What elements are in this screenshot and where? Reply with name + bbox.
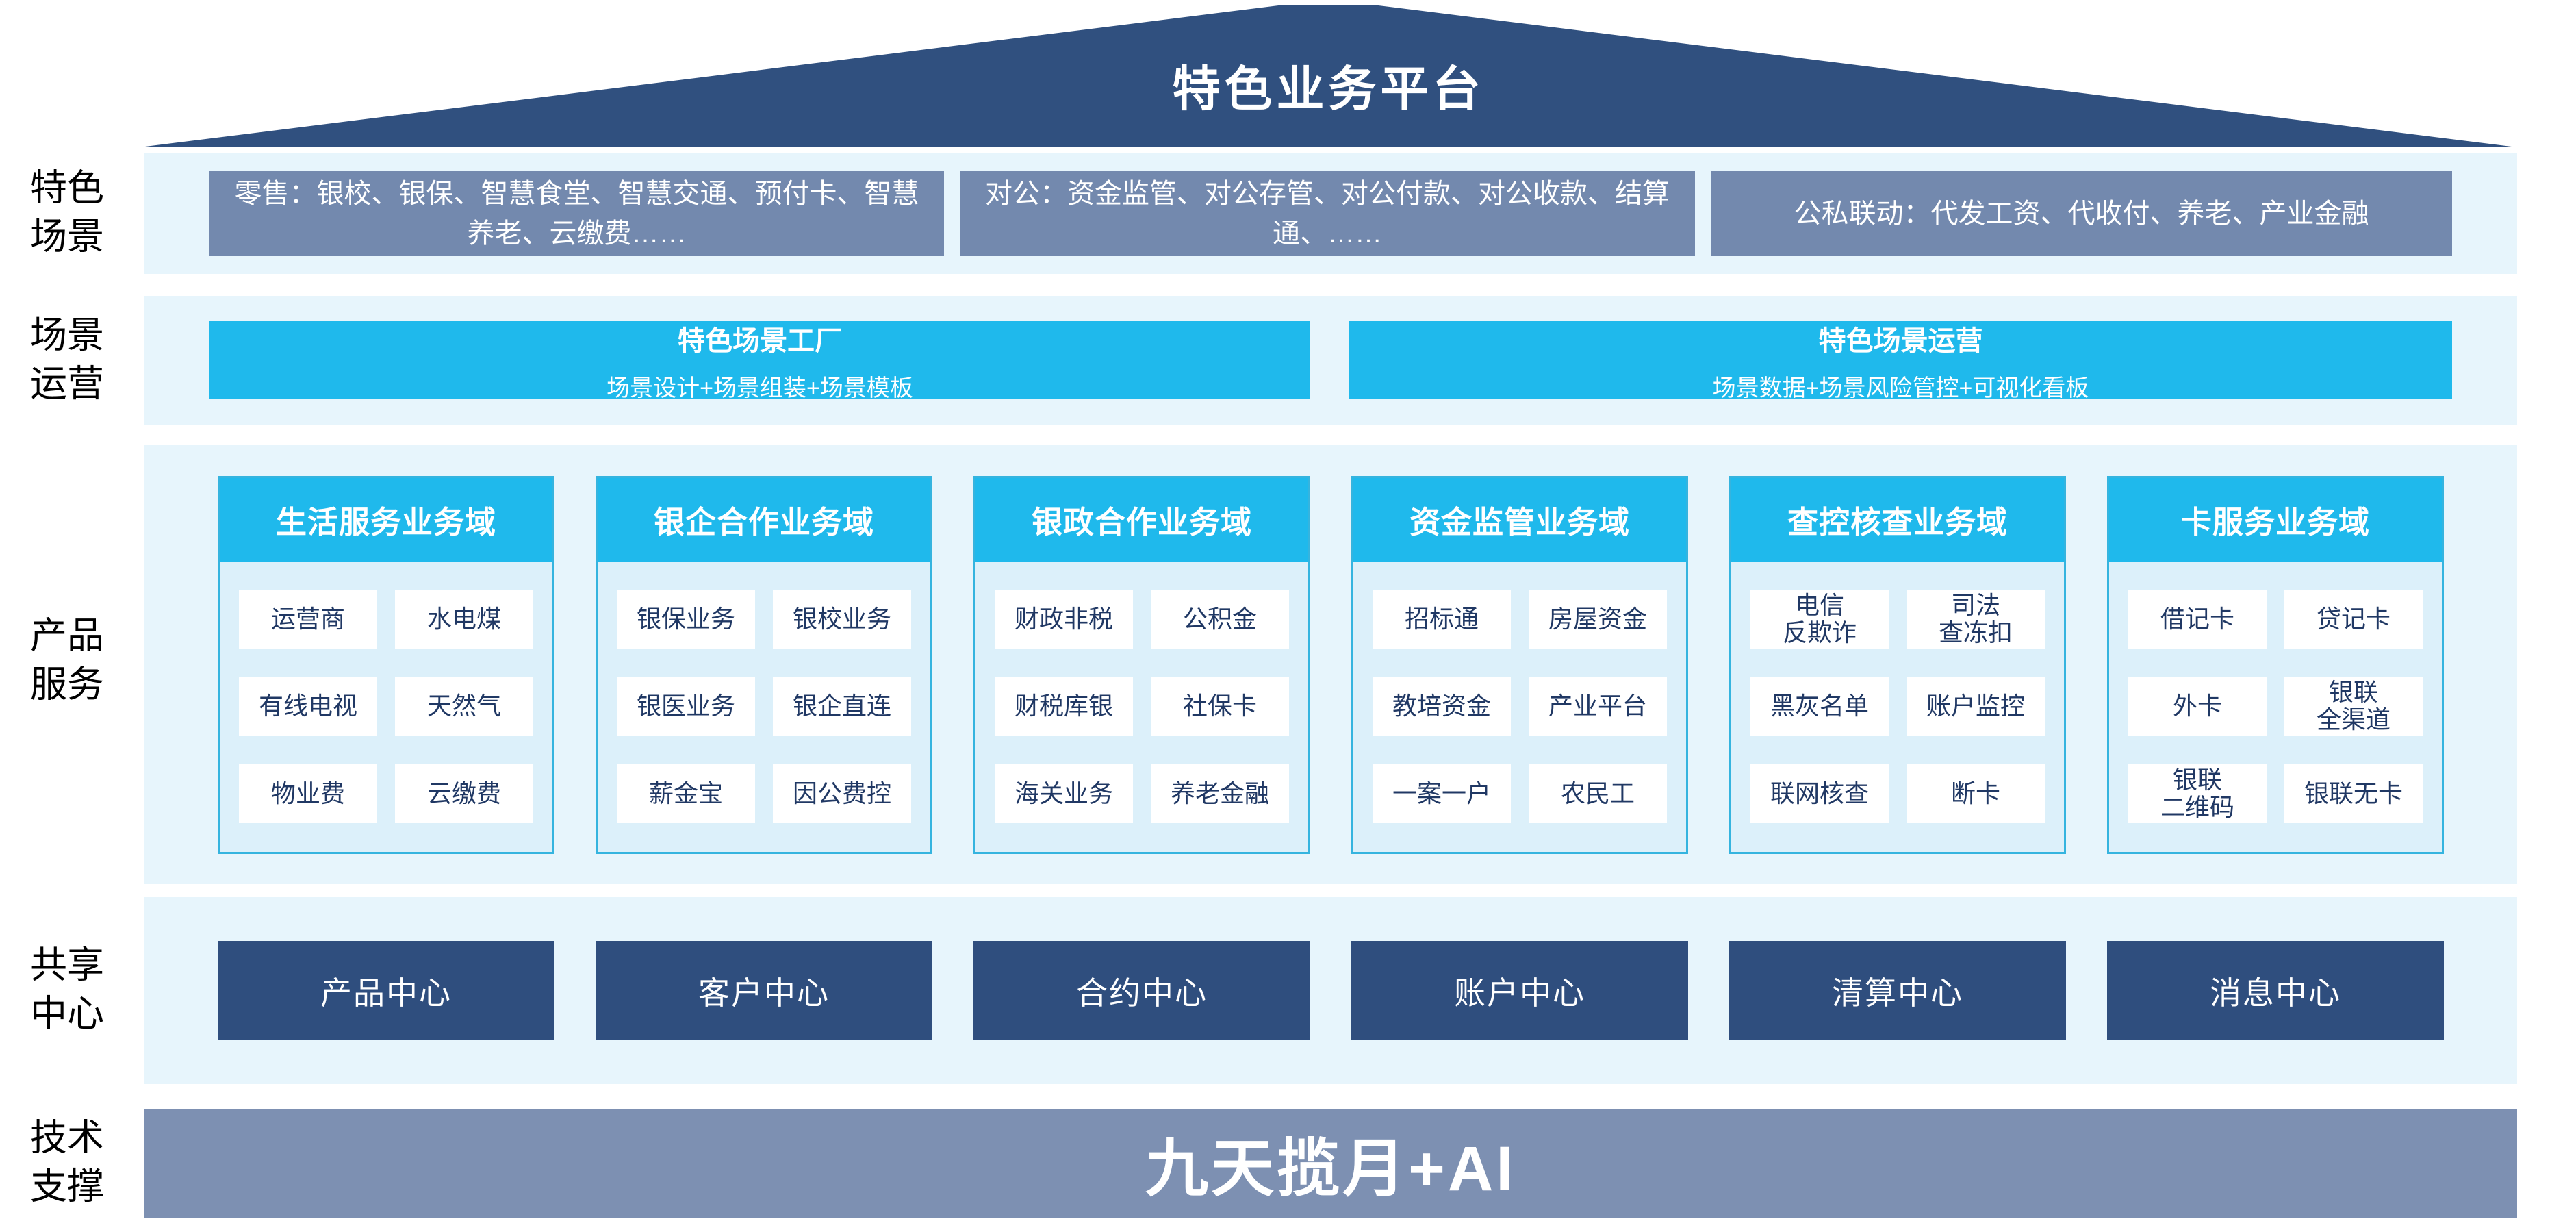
- product-cell: 银企直连: [773, 677, 911, 736]
- center-box-clearing: 清算中心: [1729, 941, 2066, 1040]
- operation-box-ops: 特色场景运营 场景数据+场景风险管控+可视化看板: [1349, 321, 2452, 401]
- operation-box-subtitle: 场景数据+场景风险管控+可视化看板: [1712, 375, 2089, 401]
- product-cell: 物业费: [239, 764, 377, 823]
- center-box-message: 消息中心: [2107, 941, 2444, 1040]
- product-cell: 司法 查冻扣: [1907, 590, 2045, 649]
- product-cell: 银联无卡: [2284, 764, 2423, 823]
- product-column-fund-supervision: 资金监管业务域 招标通 房屋资金 教培资金 产业平台 一案一户 农民工: [1351, 475, 1688, 854]
- product-cell: 有线电视: [239, 677, 377, 736]
- product-cell: 产业平台: [1529, 677, 1667, 736]
- product-column-body: 借记卡 贷记卡 外卡 银联 全渠道 银联 二维码 银联无卡: [2109, 562, 2442, 852]
- scenario-band: 零售：银校、银保、智慧食堂、智慧交通、预付卡、智慧养老、云缴费…… 对公：资金监…: [144, 153, 2517, 274]
- operation-band: 特色场景工厂 场景设计+场景组装+场景模板 特色场景运营 场景数据+场景风险管控…: [144, 296, 2517, 425]
- product-cell: 教培资金: [1373, 677, 1511, 736]
- product-column-card-service: 卡服务业务域 借记卡 贷记卡 外卡 银联 全渠道 银联 二维码 银联无卡: [2107, 475, 2444, 854]
- product-cell: 财政非税: [995, 590, 1133, 649]
- product-cell: 房屋资金: [1529, 590, 1667, 649]
- product-cell: 社保卡: [1151, 677, 1289, 736]
- center-box-contract: 合约中心: [973, 941, 1310, 1040]
- product-cell: 贷记卡: [2284, 590, 2423, 649]
- product-cell: 财税库银: [995, 677, 1133, 736]
- product-cell: 水电煤: [395, 590, 533, 649]
- center-box-account: 账户中心: [1351, 941, 1688, 1040]
- product-column-inquiry-verification: 查控核查业务域 电信 反欺诈 司法 查冻扣 黑灰名单 账户监控 联网核查 断卡: [1729, 475, 2066, 854]
- platform-title: 特色业务平台: [1172, 62, 1485, 116]
- product-column-header: 资金监管业务域: [1353, 477, 1686, 562]
- operation-box-subtitle: 场景设计+场景组装+场景模板: [607, 375, 913, 401]
- product-cell: 黑灰名单: [1750, 677, 1889, 736]
- product-cell: 银联 二维码: [2128, 764, 2267, 823]
- product-column-life-service: 生活服务业务域 运营商 水电煤 有线电视 天然气 物业费 云缴费: [218, 475, 554, 854]
- side-label-center: 共享 中心: [30, 944, 104, 1035]
- product-column-body: 电信 反欺诈 司法 查冻扣 黑灰名单 账户监控 联网核查 断卡: [1731, 562, 2064, 852]
- product-column-bank-enterprise: 银企合作业务域 银保业务 银校业务 银医业务 银企直连 薪金宝 因公费控: [596, 475, 932, 854]
- product-cell: 农民工: [1529, 764, 1667, 823]
- product-column-body: 运营商 水电煤 有线电视 天然气 物业费 云缴费: [220, 562, 552, 852]
- product-cell: 一案一户: [1373, 764, 1511, 823]
- product-cell: 海关业务: [995, 764, 1133, 823]
- product-column-body: 招标通 房屋资金 教培资金 产业平台 一案一户 农民工: [1353, 562, 1686, 852]
- product-column-header: 银企合作业务域: [598, 477, 930, 562]
- side-label-product: 产品 服务: [30, 615, 104, 705]
- product-column-header: 卡服务业务域: [2109, 477, 2442, 562]
- scenario-box-linkage: 公私联动：代发工资、代收付、养老、产业金融: [1711, 171, 2452, 256]
- product-cell: 外卡: [2128, 677, 2267, 736]
- product-cell: 公积金: [1151, 590, 1289, 649]
- product-cell: 账户监控: [1907, 677, 2045, 736]
- center-band: 产品中心 客户中心 合约中心 账户中心 清算中心 消息中心: [144, 897, 2517, 1084]
- platform-banner: 特色业务平台: [140, 5, 2517, 147]
- product-column-header: 银政合作业务域: [975, 477, 1308, 562]
- product-column-header: 生活服务业务域: [220, 477, 552, 562]
- operation-box-title: 特色场景工厂: [678, 325, 842, 356]
- product-cell: 断卡: [1907, 764, 2045, 823]
- product-cell: 运营商: [239, 590, 377, 649]
- side-label-tech: 技术 支撑: [30, 1117, 104, 1207]
- product-cell: 银联 全渠道: [2284, 677, 2423, 736]
- operation-box-factory: 特色场景工厂 场景设计+场景组装+场景模板: [209, 321, 1310, 401]
- product-cell: 因公费控: [773, 764, 911, 823]
- product-cell: 招标通: [1373, 590, 1511, 649]
- center-box-customer: 客户中心: [596, 941, 932, 1040]
- product-cell: 银校业务: [773, 590, 911, 649]
- product-cell: 银保业务: [617, 590, 755, 649]
- product-column-body: 财政非税 公积金 财税库银 社保卡 海关业务 养老金融: [975, 562, 1308, 852]
- operation-box-title: 特色场景运营: [1818, 325, 1983, 356]
- product-cell: 银医业务: [617, 677, 755, 736]
- product-cell: 薪金宝: [617, 764, 755, 823]
- product-cell: 电信 反欺诈: [1750, 590, 1889, 649]
- center-box-product: 产品中心: [218, 941, 554, 1040]
- tech-support-bar: 九天揽月+AI: [144, 1109, 2517, 1218]
- scenario-box-corporate: 对公：资金监管、对公存管、对公付款、对公收款、结算通、……: [960, 171, 1695, 256]
- product-column-header: 查控核查业务域: [1731, 477, 2064, 562]
- side-label-operation: 场景 运营: [30, 314, 104, 405]
- product-cell: 联网核查: [1750, 764, 1889, 823]
- scenario-box-retail: 零售：银校、银保、智慧食堂、智慧交通、预付卡、智慧养老、云缴费……: [209, 171, 944, 256]
- product-column-bank-government: 银政合作业务域 财政非税 公积金 财税库银 社保卡 海关业务 养老金融: [973, 475, 1310, 854]
- product-cell: 养老金融: [1151, 764, 1289, 823]
- side-label-scenario: 特色 场景: [30, 167, 104, 257]
- product-cell: 云缴费: [395, 764, 533, 823]
- product-cell: 借记卡: [2128, 590, 2267, 649]
- product-cell: 天然气: [395, 677, 533, 736]
- product-band: 生活服务业务域 运营商 水电煤 有线电视 天然气 物业费 云缴费 银企合作业务域…: [144, 445, 2517, 884]
- product-column-body: 银保业务 银校业务 银医业务 银企直连 薪金宝 因公费控: [598, 562, 930, 852]
